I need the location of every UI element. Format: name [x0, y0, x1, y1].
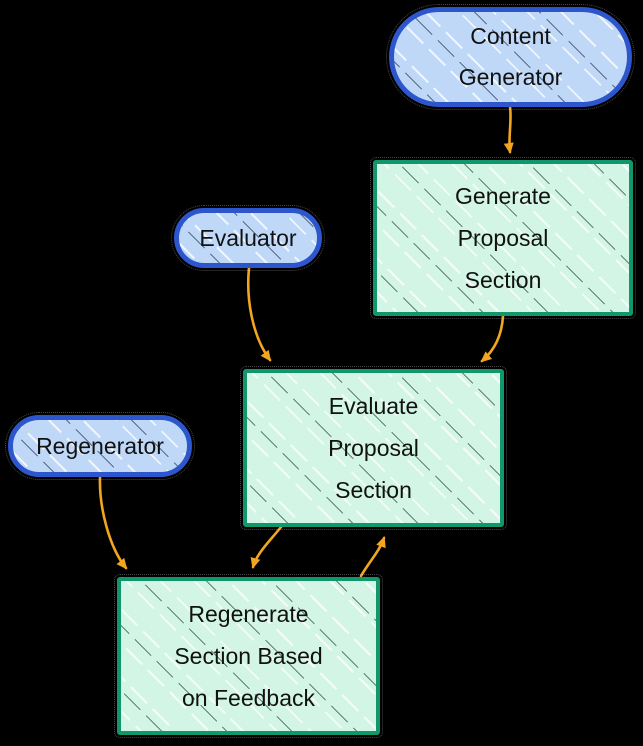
- edge-content-generator-to-generate-proposal: [503, 105, 514, 154]
- node-label-line: Proposal: [457, 225, 549, 251]
- node-regenerate-section-based-on-feedback: Regenerate Section Based on Feedback: [114, 574, 383, 738]
- node-label-line: Proposal: [328, 435, 419, 461]
- node-label-line: Regenerator: [36, 432, 164, 459]
- node-label-line: Generate: [455, 183, 551, 209]
- node-evaluate-proposal-section: Evaluate Proposal Section: [240, 366, 507, 530]
- edge-regenerator-to-regenerate-feedback: [98, 475, 128, 570]
- edge-regenerate-feedback-to-evaluate-proposal: [359, 536, 386, 578]
- node-label-line: Regenerate: [188, 601, 309, 627]
- edge-evaluator-to-evaluate-proposal: [247, 266, 272, 362]
- edge-generate-proposal-to-evaluate-proposal: [480, 314, 505, 363]
- node-label-line: Section: [335, 477, 412, 503]
- node-content-generator: Content Generator: [386, 4, 635, 110]
- node-label-line: Content: [470, 23, 551, 49]
- node-generate-proposal-section: Generate Proposal Section: [370, 157, 636, 319]
- node-label-line: Generator: [458, 64, 563, 90]
- node-label-line: Evaluate: [328, 393, 419, 419]
- edge-evaluate-proposal-to-regenerate-feedback: [250, 525, 283, 569]
- node-label-line: Section Based: [174, 643, 323, 669]
- node-regenerator: Regenerator: [5, 412, 195, 480]
- node-label-line: Evaluator: [199, 224, 297, 251]
- node-label-line: Section: [464, 267, 542, 293]
- node-evaluator: Evaluator: [171, 205, 325, 271]
- node-label-line: on Feedback: [182, 685, 315, 711]
